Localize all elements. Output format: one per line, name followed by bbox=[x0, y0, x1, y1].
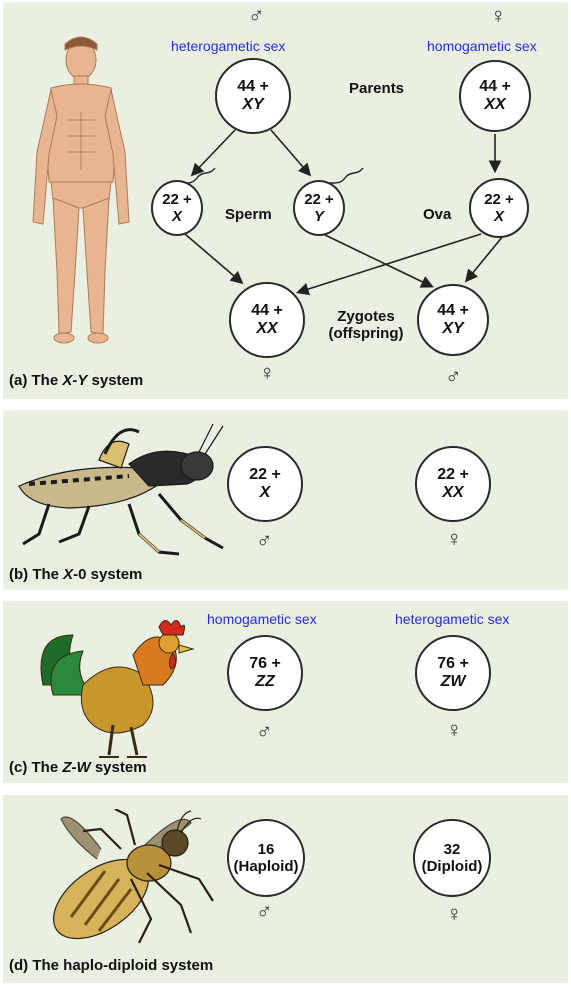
sperm-x-count: 22 + bbox=[162, 191, 192, 208]
zw-female-circle: 76 + ZW bbox=[415, 635, 491, 711]
ovum-chromosome: X bbox=[494, 208, 504, 225]
x0-male-chromosome: X bbox=[260, 484, 271, 502]
sperm-label: Sperm bbox=[225, 206, 272, 223]
sperm-y-circle: 22 + Y bbox=[293, 180, 345, 236]
sperm-x-chromosome: X bbox=[172, 208, 182, 225]
panel-d-title: (d) The haplo-diploid system bbox=[9, 957, 213, 974]
panel-haplo-diploid-system: 16 (Haploid) 32 (Diploid) ♂ ♀ (d) The ha… bbox=[3, 795, 568, 983]
panel-a-title-suffix: system bbox=[87, 372, 143, 389]
ovum-count: 22 + bbox=[484, 191, 514, 208]
zw-male-circle: 76 + ZZ bbox=[227, 635, 303, 711]
haploid-male-circle: 16 (Haploid) bbox=[227, 819, 305, 897]
zw-heterogametic-label: heterogametic sex bbox=[395, 611, 509, 627]
zygote-male-chromosomes: XY bbox=[442, 320, 463, 338]
human-male-illustration bbox=[21, 32, 141, 352]
x0-male-circle: 22 + X bbox=[227, 446, 303, 522]
haploid-count: 16 bbox=[258, 841, 275, 858]
zw-male-symbol: ♂ bbox=[256, 721, 273, 743]
offspring-female-symbol: ♀ bbox=[259, 362, 276, 384]
zygote-female-chromosomes: XX bbox=[256, 320, 277, 338]
panel-a-title-prefix: (a) The bbox=[9, 372, 62, 389]
zygote-male-count: 44 + bbox=[437, 302, 469, 320]
panel-b-title: (b) The X-0 system bbox=[9, 566, 142, 583]
zygotes-label-line2: (offspring) bbox=[329, 325, 404, 342]
diploid-label: (Diploid) bbox=[422, 858, 483, 875]
haploid-male-symbol: ♂ bbox=[256, 901, 273, 923]
zygotes-label-line1: Zygotes bbox=[337, 308, 395, 325]
sperm-y-chromosome: Y bbox=[314, 208, 324, 225]
mother-genotype-circle: 44 + XX bbox=[459, 60, 531, 132]
honeybee-illustration bbox=[31, 809, 221, 959]
panel-c-title-system: Z-W bbox=[62, 759, 90, 776]
panel-a-title: (a) The X-Y system bbox=[9, 372, 143, 389]
zygote-female-circle: 44 + XX bbox=[229, 282, 305, 358]
ova-label: Ova bbox=[423, 206, 451, 223]
mother-chromosomes: XX bbox=[484, 96, 505, 114]
zw-male-count: 76 + bbox=[249, 655, 281, 673]
panel-zw-system: homogametic sex heterogametic sex 76 + Z… bbox=[3, 601, 568, 783]
sperm-x-circle: 22 + X bbox=[151, 180, 203, 236]
father-genotype-circle: 44 + XY bbox=[215, 58, 291, 134]
father-count: 44 + bbox=[237, 78, 269, 96]
zw-female-chromosomes: ZW bbox=[441, 673, 466, 691]
offspring-male-symbol: ♂ bbox=[445, 366, 462, 388]
panel-x0-system: 22 + X 22 + XX ♂ ♀ (b) The X-0 system bbox=[3, 410, 568, 590]
male-symbol: ♂ bbox=[248, 5, 265, 27]
panel-c-title-prefix: (c) The bbox=[9, 759, 62, 776]
sperm-y-count: 22 + bbox=[304, 191, 334, 208]
homogametic-label: homogametic sex bbox=[427, 38, 537, 54]
x0-male-symbol: ♂ bbox=[256, 530, 273, 552]
diploid-female-symbol: ♀ bbox=[446, 903, 463, 925]
panel-b-title-prefix: (b) The bbox=[9, 566, 63, 583]
zw-homogametic-label: homogametic sex bbox=[207, 611, 317, 627]
panel-b-title-suffix: -0 system bbox=[73, 566, 142, 583]
father-chromosomes: XY bbox=[242, 96, 263, 114]
ovum-circle: 22 + X bbox=[469, 178, 529, 238]
panel-a-title-system: X-Y bbox=[62, 372, 87, 389]
heterogametic-label: heterogametic sex bbox=[171, 38, 285, 54]
zygote-male-circle: 44 + XY bbox=[417, 284, 489, 356]
x0-male-count: 22 + bbox=[249, 466, 281, 484]
diploid-female-circle: 32 (Diploid) bbox=[413, 819, 491, 897]
parents-label: Parents bbox=[349, 80, 404, 97]
panel-xy-system: ♂ ♀ heterogametic sex homogametic sex 44… bbox=[3, 2, 568, 399]
female-symbol: ♀ bbox=[490, 5, 507, 27]
grasshopper-illustration bbox=[9, 424, 239, 574]
rooster-illustration bbox=[33, 615, 213, 765]
diploid-count: 32 bbox=[444, 841, 461, 858]
zygotes-label: Zygotes (offspring) bbox=[319, 308, 413, 342]
zygote-female-count: 44 + bbox=[251, 302, 283, 320]
haploid-label: (Haploid) bbox=[234, 858, 299, 875]
panel-b-title-system: X bbox=[63, 566, 73, 583]
zw-male-chromosomes: ZZ bbox=[255, 673, 275, 691]
x0-female-chromosomes: XX bbox=[442, 484, 463, 502]
x0-female-symbol: ♀ bbox=[446, 528, 463, 550]
panel-c-title-suffix: system bbox=[91, 759, 147, 776]
zw-female-symbol: ♀ bbox=[446, 719, 463, 741]
zw-female-count: 76 + bbox=[437, 655, 469, 673]
x0-female-circle: 22 + XX bbox=[415, 446, 491, 522]
panel-c-title: (c) The Z-W system bbox=[9, 759, 147, 776]
mother-count: 44 + bbox=[479, 78, 511, 96]
x0-female-count: 22 + bbox=[437, 466, 469, 484]
